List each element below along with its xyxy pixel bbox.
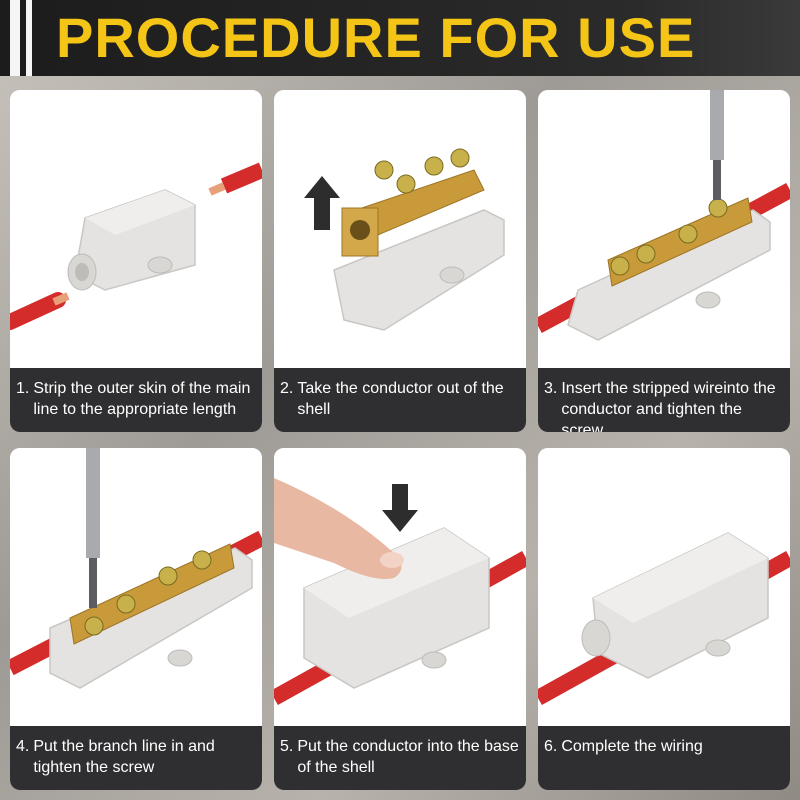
title-banner: PROCEDURE FOR USE (0, 0, 800, 76)
step-5-number: 5. (280, 738, 294, 755)
step-4-illustration (10, 448, 262, 726)
step-card-1: 1. Strip the outer skin of the main line… (10, 90, 262, 432)
step-6-text: Complete the wiring (561, 738, 703, 755)
step-6-illustration (538, 448, 790, 726)
step-1-text: Strip the outer skin of the main line to… (33, 380, 251, 418)
banner-stripes (10, 0, 32, 76)
step-3-caption: 3. Insert the stripped wireinto the cond… (538, 368, 790, 432)
step-2-caption: 2. Take the conductor out of the shell (274, 368, 526, 432)
step-card-6: 6. Complete the wiring (538, 448, 790, 790)
step-3-text: Insert the stripped wireinto the conduct… (561, 380, 776, 432)
step-5-illustration (274, 448, 526, 726)
arrow-down-icon (382, 484, 418, 532)
step-4-text: Put the branch line in and tighten the s… (33, 738, 215, 776)
step-card-2: 2. Take the conductor out of the shell (274, 90, 526, 432)
step-4-number: 4. (16, 738, 30, 755)
step-2-text: Take the conductor out of the shell (297, 380, 504, 418)
step-6-caption: 6. Complete the wiring (538, 726, 790, 790)
step-5-text: Put the conductor into the base of the s… (297, 738, 519, 776)
step-6-number: 6. (544, 738, 558, 755)
step-1-illustration (10, 90, 262, 368)
page-title: PROCEDURE FOR USE (56, 6, 696, 69)
step-1-number: 1. (16, 380, 30, 397)
step-1-caption: 1. Strip the outer skin of the main line… (10, 368, 262, 432)
step-5-caption: 5. Put the conductor into the base of th… (274, 726, 526, 790)
step-3-number: 3. (544, 380, 558, 397)
step-4-caption: 4. Put the branch line in and tighten th… (10, 726, 262, 790)
step-card-4: 4. Put the branch line in and tighten th… (10, 448, 262, 790)
step-card-3: 3. Insert the stripped wireinto the cond… (538, 90, 790, 432)
step-3-illustration (538, 90, 790, 368)
step-2-illustration (274, 90, 526, 368)
step-2-number: 2. (280, 380, 294, 397)
step-card-5: 5. Put the conductor into the base of th… (274, 448, 526, 790)
arrow-up-icon (304, 176, 340, 230)
